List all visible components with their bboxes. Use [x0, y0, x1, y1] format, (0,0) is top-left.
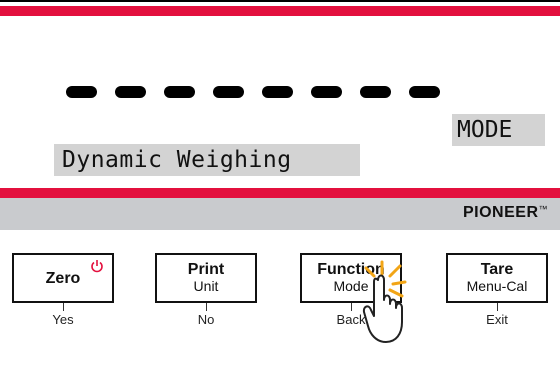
function-label: Function	[317, 261, 385, 278]
top-red-bar	[0, 6, 560, 16]
mode-name: Dynamic Weighing	[54, 144, 360, 176]
mode-label: MODE	[452, 114, 545, 146]
top-border-line	[0, 0, 560, 2]
dash-segment	[115, 86, 146, 98]
print-label: Print	[187, 261, 225, 278]
dash-segment	[311, 86, 342, 98]
dash-readout	[66, 86, 446, 100]
zero-button[interactable]: Zero	[12, 253, 114, 303]
dash-segment	[66, 86, 97, 98]
print-tick	[206, 303, 207, 311]
tare-tick	[497, 303, 498, 311]
pointing-hand-icon	[362, 260, 407, 343]
zero-secondary-label: Yes	[52, 312, 74, 327]
dash-segment	[360, 86, 391, 98]
dash-segment	[262, 86, 293, 98]
function-secondary-label: Back	[336, 312, 366, 327]
print-sub-label: Unit	[193, 278, 219, 294]
function-tick	[351, 303, 352, 311]
bottom-red-bar	[0, 188, 560, 198]
print-secondary-label: No	[197, 312, 215, 327]
dash-segment	[164, 86, 195, 98]
tare-label: Tare	[480, 261, 514, 278]
power-icon	[91, 260, 103, 273]
tare-button[interactable]: Tare Menu-Cal	[446, 253, 548, 303]
print-button[interactable]: Print Unit	[155, 253, 257, 303]
dash-segment	[409, 86, 440, 98]
brand-bar: PIONEER™	[0, 198, 560, 230]
lcd-display: MODE Dynamic Weighing	[0, 16, 560, 188]
brand-logo: PIONEER™	[462, 204, 548, 221]
dash-segment	[213, 86, 244, 98]
tare-sub-label: Menu-Cal	[466, 278, 528, 294]
zero-label: Zero	[45, 270, 81, 287]
tare-secondary-label: Exit	[486, 312, 508, 327]
function-sub-label: Mode	[333, 278, 369, 294]
zero-tick	[63, 303, 64, 311]
